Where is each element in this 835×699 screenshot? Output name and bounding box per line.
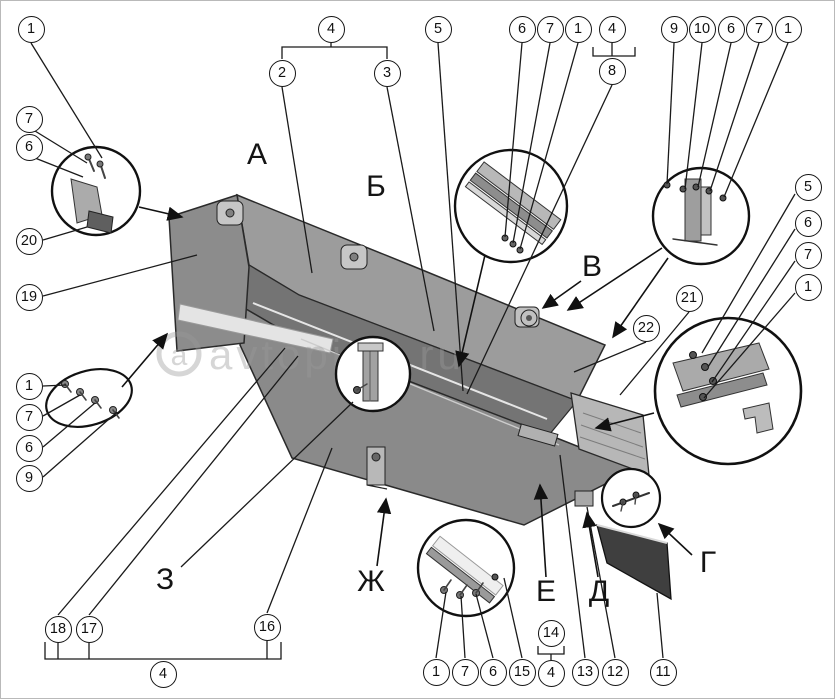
- detail-circles: [45, 145, 803, 618]
- callout-5: 5: [424, 15, 452, 43]
- view-letter-Ж: Ж: [357, 565, 385, 598]
- callout-17: 17: [75, 615, 103, 643]
- callout-15: 15: [508, 658, 536, 686]
- callout-7: 7: [451, 658, 479, 686]
- detail-circle-small-right: [600, 467, 662, 529]
- callout-4: 4: [537, 659, 565, 687]
- callout-19: 19: [15, 283, 43, 311]
- callout-7: 7: [794, 241, 822, 269]
- detail-circle-center: [334, 335, 412, 413]
- callout-7: 7: [536, 15, 564, 43]
- grille-slat: [580, 424, 644, 448]
- view-letter-Б: Б: [366, 170, 386, 203]
- callout-1: 1: [17, 15, 45, 43]
- callout-4: 4: [598, 15, 626, 43]
- callout-12: 12: [601, 658, 629, 686]
- callout-6: 6: [717, 15, 745, 43]
- watermark: a avtopiter.ru: [156, 331, 465, 378]
- detail-circle-upper-left: [50, 145, 142, 237]
- bracket-b-bolt: [349, 252, 359, 262]
- detail-circle-right: [653, 316, 803, 466]
- callout-21: 21: [675, 284, 703, 312]
- callout-4: 4: [317, 15, 345, 43]
- callout-6: 6: [15, 133, 43, 161]
- callout-1: 1: [794, 273, 822, 301]
- view-letter-В: В: [581, 250, 603, 283]
- hinge-zh: [366, 446, 386, 486]
- callout-9: 9: [15, 464, 43, 492]
- bracket-v-bolt: [526, 315, 532, 321]
- detail-ellipse-left: [45, 368, 133, 428]
- dark-flap-edge: [596, 524, 668, 544]
- callout-7: 7: [15, 105, 43, 133]
- callout-10: 10: [688, 15, 716, 43]
- bracket-a-bolt: [225, 208, 235, 218]
- callout-3: 3: [373, 59, 401, 87]
- callout-1: 1: [422, 658, 450, 686]
- callout-8: 8: [598, 57, 626, 85]
- watermark-logo-letter: a: [171, 339, 188, 372]
- callout-6: 6: [794, 209, 822, 237]
- callout-6: 6: [508, 15, 536, 43]
- callout-7: 7: [15, 403, 43, 431]
- callout-14: 14: [537, 619, 565, 647]
- callout-20: 20: [15, 227, 43, 255]
- bar-e: [517, 423, 559, 447]
- watermark-text: avtopiter.ru: [209, 331, 465, 378]
- view-letter-Г: Г: [699, 546, 717, 579]
- grille-slat: [582, 412, 642, 434]
- callout-9: 9: [660, 15, 688, 43]
- callout-1: 1: [15, 372, 43, 400]
- group-brackets: [44, 46, 636, 660]
- bracket-v-ring: [520, 309, 538, 327]
- view-letter-Е: Е: [535, 575, 557, 608]
- leader-lines: [30, 42, 796, 660]
- view-letter-З: З: [155, 563, 175, 596]
- callout-13: 13: [571, 658, 599, 686]
- hinge-zh-bolt: [371, 452, 381, 462]
- callout-16: 16: [253, 613, 281, 641]
- callout-6: 6: [479, 658, 507, 686]
- view-letter-А: А: [246, 138, 268, 171]
- hinge-zh-edge: [366, 484, 388, 490]
- callout-11: 11: [649, 658, 677, 686]
- callout-1: 1: [564, 15, 592, 43]
- callout-6: 6: [15, 434, 43, 462]
- detail-circle-top-right: [651, 166, 751, 266]
- watermark-logo-circle: [156, 331, 202, 377]
- arrows: [121, 206, 693, 578]
- callout-18: 18: [44, 615, 72, 643]
- panel-light-strip: [177, 303, 334, 354]
- view-letter-Д: Д: [588, 575, 610, 608]
- detail-circle-bottom: [416, 518, 516, 618]
- callout-7: 7: [745, 15, 773, 43]
- callout-1: 1: [774, 15, 802, 43]
- callout-5: 5: [794, 173, 822, 201]
- part-d: [574, 490, 594, 507]
- detail-circle-top-center: [453, 148, 569, 264]
- callout-22: 22: [632, 314, 660, 342]
- callout-4: 4: [149, 660, 177, 688]
- callout-2: 2: [268, 59, 296, 87]
- grille-slat: [579, 436, 646, 460]
